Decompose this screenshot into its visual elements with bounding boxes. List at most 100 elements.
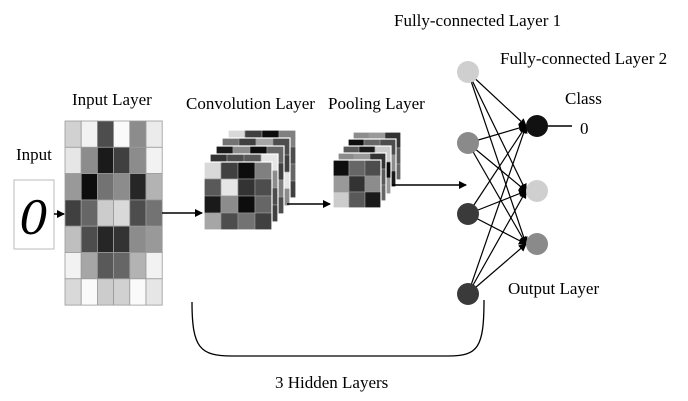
fc-connection	[467, 243, 527, 295]
input-grid-cell	[113, 252, 131, 280]
input-grid-cell	[64, 199, 82, 227]
fc1-node	[457, 283, 479, 305]
pool-cell	[364, 191, 382, 209]
pool-map-border	[332, 159, 382, 209]
pool-cell	[364, 159, 382, 177]
input-grid-cell	[145, 120, 163, 148]
input-digit-box	[13, 179, 55, 250]
input-grid-cell	[97, 146, 115, 175]
pooling-layer-label: Pooling Layer	[328, 94, 425, 113]
input-grid-cell	[80, 225, 98, 253]
input-grid-cell	[97, 173, 115, 201]
conv-map	[203, 161, 273, 231]
input-grid-cell	[64, 120, 82, 148]
fc2-node	[526, 115, 548, 137]
input-grid-cell	[129, 120, 147, 148]
pooling-layer-stack	[332, 131, 402, 209]
fc1-label: Fully-connected Layer 1	[394, 11, 561, 30]
pool-cell	[348, 191, 366, 209]
input-grid-cell	[113, 120, 131, 148]
conv-cell	[203, 161, 222, 180]
fc1-node	[457, 203, 479, 225]
conv-cell	[237, 161, 256, 180]
input-grid-cell	[145, 146, 163, 175]
conv-map-border	[203, 161, 273, 231]
input-grid-cell	[97, 199, 115, 227]
conv-cell	[237, 195, 256, 214]
input-grid-cell	[80, 199, 98, 227]
input-grid-cell	[80, 120, 98, 148]
input-grid-cell	[64, 173, 82, 201]
fc-connection	[467, 142, 527, 192]
input-grid-cell	[113, 225, 131, 253]
input-grid-cell	[64, 252, 82, 280]
class-value-label: 0	[580, 119, 589, 138]
pool-cell	[348, 159, 366, 177]
input-grid-cell	[145, 278, 163, 306]
input-grid-cell	[129, 173, 147, 201]
fc2-node	[526, 180, 548, 202]
input-grid-cell	[113, 173, 131, 201]
input-grid-cell	[113, 278, 131, 306]
fc-connection	[467, 125, 528, 295]
input-grid-cell	[97, 252, 115, 280]
hidden-layers-brace	[191, 299, 485, 357]
conv-cell	[254, 178, 273, 197]
input-grid-cell	[145, 252, 163, 280]
input-grid-cell	[97, 120, 115, 148]
input-grid-cell	[64, 146, 82, 175]
conv-cell	[237, 178, 256, 197]
conv-cell	[203, 212, 222, 231]
input-grid-cell	[97, 278, 115, 306]
input-grid-cell	[64, 278, 82, 306]
class-label: Class	[565, 89, 602, 108]
pool-cell	[364, 175, 382, 193]
input-grid-cell	[80, 146, 98, 175]
conv-cell	[220, 178, 239, 197]
pool-cell	[348, 175, 366, 193]
conv-cell	[220, 161, 239, 180]
input-grid-cell	[64, 225, 82, 253]
fc1-node	[457, 132, 479, 154]
input-layer-grid	[64, 120, 163, 306]
pool-cell	[332, 159, 350, 177]
fc-connection	[467, 71, 527, 192]
fc-connection	[467, 125, 527, 215]
input-grid-cell	[129, 278, 147, 306]
convolution-layer-label: Convolution Layer	[186, 94, 315, 113]
input-grid-cell	[80, 173, 98, 201]
conv-cell	[254, 212, 273, 231]
conv-cell	[203, 195, 222, 214]
fc2-node	[526, 233, 548, 255]
pool-map	[332, 159, 382, 209]
fc2-label: Fully-connected Layer 2	[500, 49, 667, 68]
input-grid-cell	[145, 173, 163, 201]
conv-cell	[254, 195, 273, 214]
conv-cell	[203, 178, 222, 197]
fully-connected-network	[457, 61, 548, 305]
input-grid-cell	[129, 146, 147, 175]
input-grid-cell	[80, 252, 98, 280]
input-layer-label: Input Layer	[72, 90, 152, 109]
pool-cell	[332, 175, 350, 193]
input-grid-cell	[80, 278, 98, 306]
hidden-layers-label: 3 Hidden Layers	[275, 373, 388, 392]
input-grid-cell	[129, 225, 147, 253]
fc1-node	[457, 61, 479, 83]
input-grid-cell	[145, 199, 163, 227]
input-grid-cell	[113, 146, 131, 175]
conv-cell	[254, 161, 273, 180]
input-digit: 0	[19, 191, 48, 245]
fc-connection	[467, 71, 527, 127]
conv-cell	[220, 195, 239, 214]
pool-cell	[332, 191, 350, 209]
input-grid-cell	[145, 225, 163, 253]
conv-cell	[220, 212, 239, 231]
conv-cell	[237, 212, 256, 231]
input-grid-cell	[129, 252, 147, 280]
input-grid-cell	[129, 199, 147, 227]
convolution-layer-stack	[203, 129, 297, 231]
fc-connection	[467, 190, 527, 295]
